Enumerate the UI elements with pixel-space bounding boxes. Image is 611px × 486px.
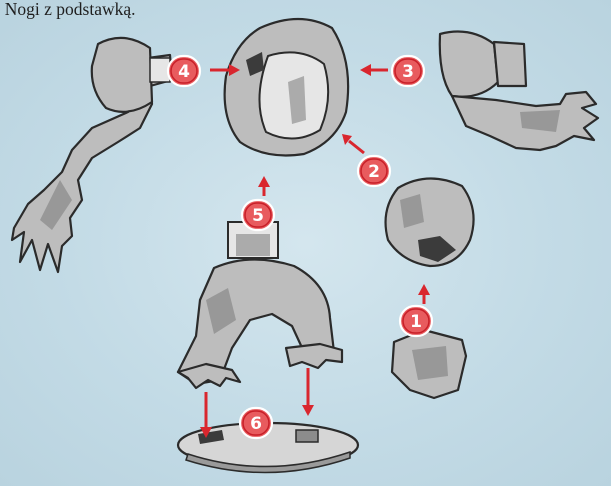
- svg-text:4: 4: [178, 62, 190, 82]
- right-arm-part: [440, 32, 598, 150]
- svg-text:2: 2: [368, 162, 380, 182]
- svg-text:3: 3: [402, 62, 414, 82]
- step-badge-2: 2: [358, 156, 390, 186]
- step-badge-3: 3: [392, 56, 424, 86]
- step-badge-5: 5: [242, 200, 274, 230]
- jaw-part: [392, 330, 466, 398]
- step-badge-6: 6: [240, 408, 272, 438]
- svg-text:1: 1: [410, 312, 422, 332]
- svg-text:5: 5: [252, 206, 264, 226]
- head-part: [386, 178, 474, 266]
- step-badge-1: 1: [400, 306, 432, 336]
- left-arm-part: [12, 38, 172, 272]
- legs-part: [178, 222, 342, 388]
- torso-part: [225, 19, 349, 156]
- arrow-step-2: [349, 141, 364, 153]
- svg-text:6: 6: [250, 414, 262, 434]
- step-badge-4: 4: [168, 56, 200, 86]
